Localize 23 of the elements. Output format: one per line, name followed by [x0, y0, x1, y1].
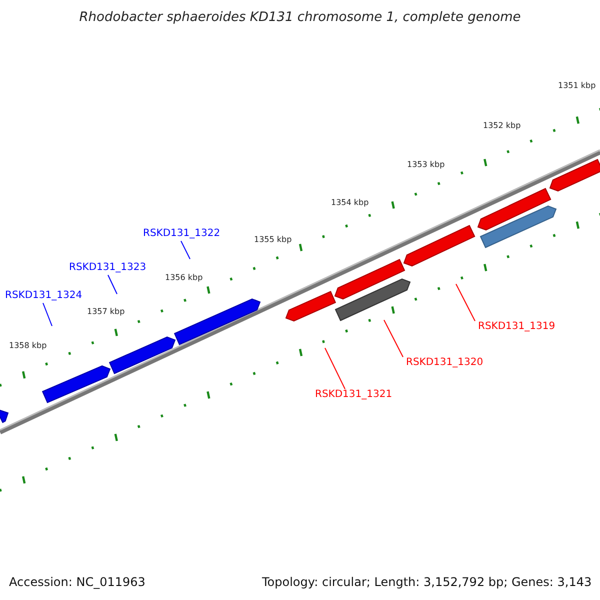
gene-label: RSKD131_1321	[315, 389, 392, 400]
tick-label: 1356 kbp	[165, 273, 203, 282]
gene-label: RSKD131_1319	[478, 321, 556, 332]
leader-line	[324, 348, 346, 390]
gene-label: RSKD131_1322	[143, 228, 220, 239]
leader-line	[42, 302, 52, 326]
info-text: Accession: NC_011963	[9, 575, 146, 589]
tick-label: 1353 kbp	[407, 160, 445, 169]
tick-label: 1351 kbp	[558, 81, 596, 90]
gene-label: RSKD131_1324	[5, 290, 82, 301]
info-text: Topology: circular; Length: 3,152,792 bp; Genes: 3,143	[262, 575, 592, 589]
tick-label: 1355 kbp	[254, 235, 292, 244]
tick-label: 1354 kbp	[331, 198, 369, 207]
leader-line	[108, 274, 118, 294]
gene-label: RSKD131_1320	[406, 357, 484, 368]
title: Rhodobacter sphaeroides KD131 chromosome 1, complete genome	[78, 10, 522, 25]
leader-line	[384, 320, 404, 358]
leader-line	[456, 284, 476, 322]
leader-line	[180, 240, 190, 260]
tick-label: 1352 kbp	[483, 121, 521, 130]
tick-label: 1357 kbp	[87, 307, 125, 316]
gene-label: RSKD131_1323	[69, 262, 146, 273]
tick-label: 1358 kbp	[9, 341, 47, 350]
